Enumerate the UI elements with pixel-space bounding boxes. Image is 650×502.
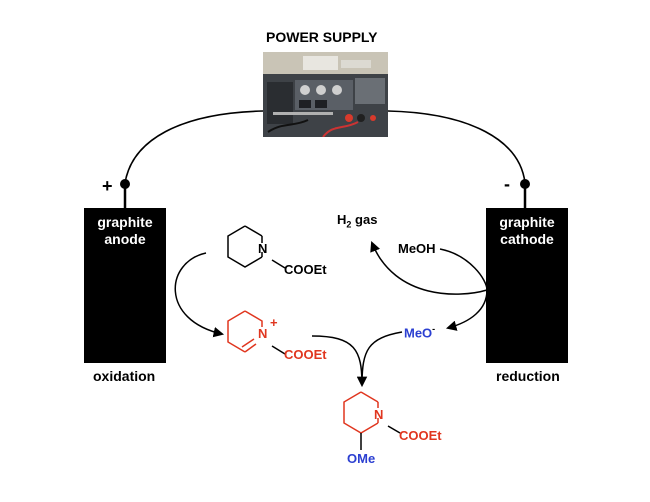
- substrate-ring: [227, 225, 286, 269]
- h2-prefix: H: [337, 212, 347, 227]
- anode-wire: [124, 110, 264, 184]
- cathode-wire: [387, 110, 526, 184]
- product-ester: COOEt: [399, 428, 442, 443]
- methoxide-text: MeO: [404, 325, 433, 341]
- reduction-arrow-h2: [370, 241, 488, 295]
- methoxide-label: MeO-: [404, 324, 435, 340]
- power-supply-photo: [263, 52, 388, 137]
- product-ring: [343, 391, 379, 434]
- anode-terminal: [120, 179, 130, 189]
- iminium-ester: COOEt: [284, 347, 327, 362]
- oxidation-arrow: [174, 252, 225, 338]
- anode-label-line2: anode: [104, 231, 146, 247]
- product-nitrogen: N: [374, 407, 384, 422]
- iminium-nitrogen: N: [258, 326, 268, 341]
- cathode-sign: -: [504, 174, 510, 194]
- substrate-ester: COOEt: [284, 262, 327, 277]
- substrate-nitrogen: N: [258, 241, 268, 256]
- anode-sign: +: [102, 176, 113, 196]
- h2-subscript: 2: [346, 219, 352, 230]
- iminium-bond: [271, 345, 286, 355]
- anode-electrode: graphite anode: [84, 208, 166, 363]
- cathode-terminal: [520, 179, 530, 189]
- reduction-arrow-meo: [445, 289, 488, 331]
- addition-arrow-right: [361, 331, 403, 386]
- h2-gas-label: H2 gas: [337, 212, 377, 230]
- anode-label-line1: graphite: [97, 214, 153, 230]
- cathode-label-line1: graphite: [499, 214, 555, 230]
- oxidation-label: oxidation: [93, 368, 156, 384]
- iminium-charge: +: [270, 315, 278, 330]
- cathode-electrode: graphite cathode: [486, 208, 568, 363]
- iminium-ring: [227, 310, 263, 353]
- cathode-label-line2: cathode: [500, 231, 554, 247]
- product-bond: [387, 425, 401, 434]
- methoxide-charge: -: [432, 324, 436, 334]
- reduction-label: reduction: [496, 368, 560, 384]
- product-methoxy: OMe: [347, 451, 376, 466]
- power-supply-label: POWER SUPPLY: [266, 29, 378, 45]
- power-supply-image: [263, 52, 388, 137]
- h2-suffix: gas: [351, 212, 378, 227]
- methanol-label: MeOH: [398, 241, 436, 256]
